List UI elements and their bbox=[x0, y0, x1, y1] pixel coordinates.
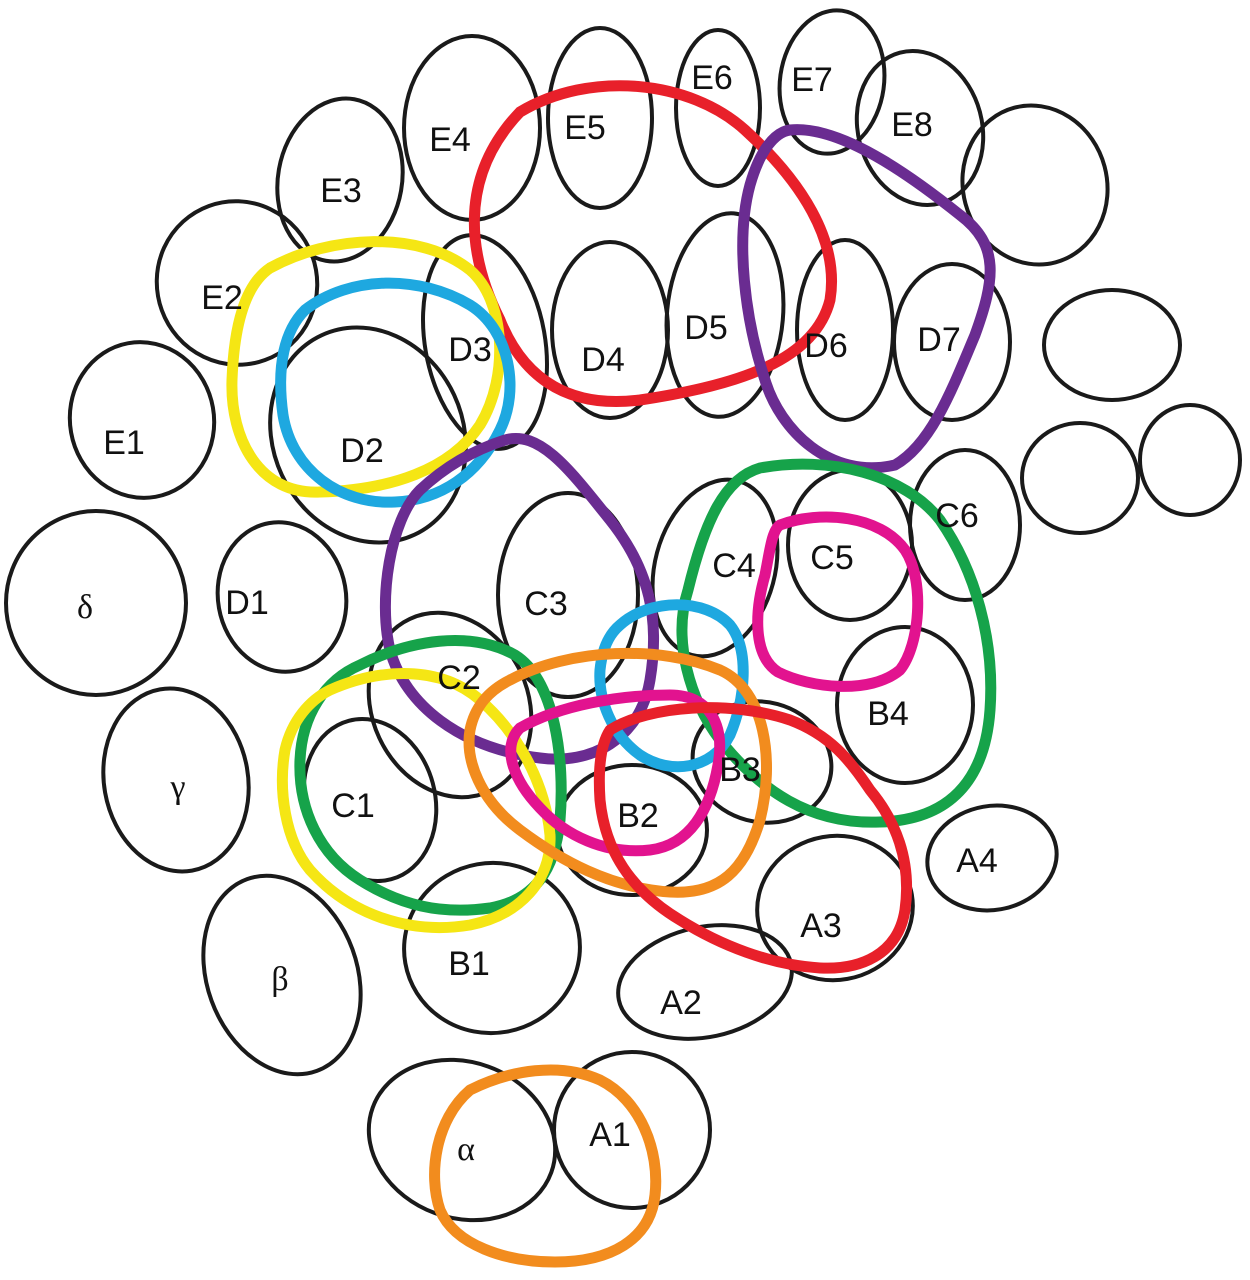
barrel-e6-outline bbox=[674, 28, 762, 188]
label-c1: C1 bbox=[331, 787, 374, 825]
label-b1: B1 bbox=[448, 945, 490, 983]
receptive-field-rings bbox=[226, 80, 997, 1268]
label-d4: D4 bbox=[581, 341, 624, 379]
barrel-delta-outline bbox=[4, 509, 188, 697]
barrel-labels: E1 E2 E3 E4 E5 E6 E7 E8 D1 D2 D3 D4 D5 D… bbox=[77, 59, 998, 1168]
label-d5: D5 bbox=[684, 309, 727, 347]
barrel-c6-outline bbox=[908, 448, 1022, 602]
label-e7: E7 bbox=[791, 61, 833, 99]
barrel-c7-outline bbox=[1020, 421, 1140, 535]
barrel-b3-outline bbox=[690, 699, 834, 825]
label-beta: β bbox=[271, 961, 288, 998]
pink-ring-c5 bbox=[752, 511, 924, 692]
barrel-beta-outline bbox=[201, 873, 363, 1077]
barrel-c8-outline bbox=[1138, 403, 1242, 517]
barrel-d7-outline bbox=[892, 262, 1012, 422]
label-e4: E4 bbox=[429, 121, 471, 159]
orange-ring-alpha-a1 bbox=[429, 1064, 662, 1268]
label-e6: E6 bbox=[691, 59, 733, 97]
label-d2: D2 bbox=[340, 432, 383, 470]
label-e2: E2 bbox=[201, 279, 243, 317]
label-b3: B3 bbox=[719, 751, 761, 789]
label-e1: E1 bbox=[103, 424, 145, 462]
label-c2: C2 bbox=[437, 659, 480, 697]
label-gamma: γ bbox=[169, 769, 185, 806]
red-ring-lower bbox=[593, 702, 913, 974]
barrel-a4-outline bbox=[925, 803, 1059, 913]
label-e8: E8 bbox=[891, 106, 933, 144]
barrel-d1-outline bbox=[215, 520, 349, 674]
label-c3: C3 bbox=[524, 585, 567, 623]
label-a4: A4 bbox=[956, 842, 998, 880]
barrel-b1-outline bbox=[402, 860, 582, 1036]
label-a2: A2 bbox=[660, 984, 702, 1022]
label-d6: D6 bbox=[804, 327, 847, 365]
barrel-e1-outline bbox=[67, 340, 217, 500]
label-alpha: α bbox=[457, 1131, 475, 1168]
pink-ring-lower bbox=[505, 689, 726, 857]
green-ring-left bbox=[294, 635, 567, 916]
yellow-ring-upper bbox=[226, 236, 506, 498]
label-a3: A3 bbox=[800, 907, 842, 945]
label-e5: E5 bbox=[564, 109, 606, 147]
barrel-e3-outline bbox=[275, 96, 405, 264]
label-delta: δ bbox=[77, 589, 93, 626]
barrel-b4-outline bbox=[835, 625, 975, 785]
barrel-d8-outline bbox=[1042, 288, 1182, 402]
blue-ring-lower bbox=[594, 599, 749, 773]
purple-ring-lower bbox=[379, 433, 660, 765]
barrel-d2-outline bbox=[268, 325, 468, 545]
barrel-d3-outline bbox=[421, 233, 549, 451]
label-d3: D3 bbox=[448, 331, 491, 369]
label-b2: B2 bbox=[617, 797, 659, 835]
blue-ring-upper bbox=[275, 277, 516, 508]
label-a1: A1 bbox=[589, 1116, 631, 1154]
label-c4: C4 bbox=[712, 547, 755, 585]
label-d1: D1 bbox=[225, 584, 268, 622]
label-e3: E3 bbox=[320, 172, 362, 210]
barrel-alpha-outline bbox=[366, 1057, 558, 1223]
barrel-e7-outline bbox=[777, 8, 887, 156]
orange-ring-center bbox=[463, 647, 772, 898]
barrel-e5-outline bbox=[546, 26, 654, 210]
barrel-c3-outline bbox=[496, 491, 640, 699]
barrel-gamma-outline bbox=[101, 686, 251, 874]
label-d7: D7 bbox=[917, 321, 960, 359]
barrel-d5-outline bbox=[664, 211, 786, 419]
label-c5: C5 bbox=[810, 539, 853, 577]
purple-ring-upper bbox=[737, 124, 996, 474]
label-b4: B4 bbox=[867, 695, 909, 733]
yellow-ring-lower bbox=[276, 668, 556, 933]
barrel-e9-outline bbox=[960, 103, 1110, 267]
label-c6: C6 bbox=[935, 497, 978, 535]
